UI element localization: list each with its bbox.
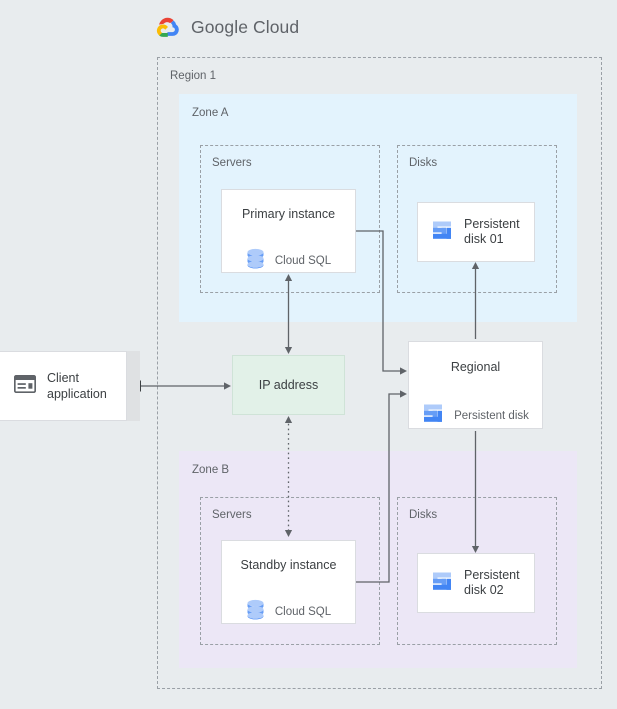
persistent-disk-01-label-line2: disk 01 — [464, 232, 504, 246]
window-icon — [13, 374, 37, 398]
regional-persistent-disk-card[interactable]: Regional Persistent disk — [408, 341, 543, 429]
disks-group-zone-a: Disks — [397, 145, 557, 293]
standby-instance-card[interactable]: Standby instance Cloud SQL — [221, 540, 356, 624]
standby-instance-service-label: Cloud SQL — [274, 606, 332, 618]
disks-group-label-b: Disks — [409, 509, 438, 521]
persistent-disk-02-card[interactable]: Persistent disk 02 — [417, 553, 535, 613]
primary-instance-title: Primary instance — [241, 207, 336, 221]
google-cloud-logo-icon — [156, 16, 182, 38]
client-application-card[interactable]: Client application — [0, 351, 127, 421]
google-cloud-header: Google Cloud — [156, 16, 299, 38]
regional-disk-service-label: Persistent disk — [454, 409, 529, 422]
client-application-label-line1: Client — [47, 371, 79, 385]
servers-group-zone-a: Servers — [200, 145, 380, 293]
primary-instance-card[interactable]: Primary instance Cloud SQL — [221, 189, 356, 273]
client-application-label: Client application — [47, 370, 107, 402]
persistent-disk-01-label-line1: Persistent — [464, 217, 520, 231]
zone-a-label: Zone A — [192, 107, 229, 119]
persistent-disk-icon — [431, 219, 453, 246]
zone-b-label: Zone B — [192, 464, 230, 476]
disks-group-label-a: Disks — [409, 157, 438, 169]
cloud-sql-icon — [246, 248, 265, 274]
ip-address-label: IP address — [258, 378, 319, 392]
regional-disk-title: Regional — [450, 360, 501, 374]
persistent-disk-02-label: Persistent disk 02 — [464, 568, 520, 598]
servers-group-label-a: Servers — [212, 157, 252, 169]
brand-google: Google — [191, 16, 249, 37]
brand-cloud: Cloud — [253, 16, 300, 37]
servers-group-label-b: Servers — [212, 509, 252, 521]
primary-instance-service-label: Cloud SQL — [274, 255, 332, 267]
client-application-label-line2: application — [47, 387, 107, 401]
cloud-sql-icon — [246, 599, 265, 625]
persistent-disk-01-card[interactable]: Persistent disk 01 — [417, 202, 535, 262]
google-cloud-wordmark: Google Cloud — [191, 17, 299, 38]
persistent-disk-01-label: Persistent disk 01 — [464, 217, 520, 247]
persistent-disk-icon — [422, 402, 444, 429]
standby-instance-title: Standby instance — [240, 558, 337, 572]
primary-instance-service: Cloud SQL — [246, 248, 331, 274]
regional-disk-service: Persistent disk — [422, 402, 529, 429]
persistent-disk-icon — [431, 570, 453, 597]
persistent-disk-02-label-line1: Persistent — [464, 568, 520, 582]
ip-address-card[interactable]: IP address — [232, 355, 345, 415]
persistent-disk-02-label-line2: disk 02 — [464, 583, 504, 597]
standby-instance-service: Cloud SQL — [246, 599, 331, 625]
region-label: Region 1 — [170, 70, 217, 82]
